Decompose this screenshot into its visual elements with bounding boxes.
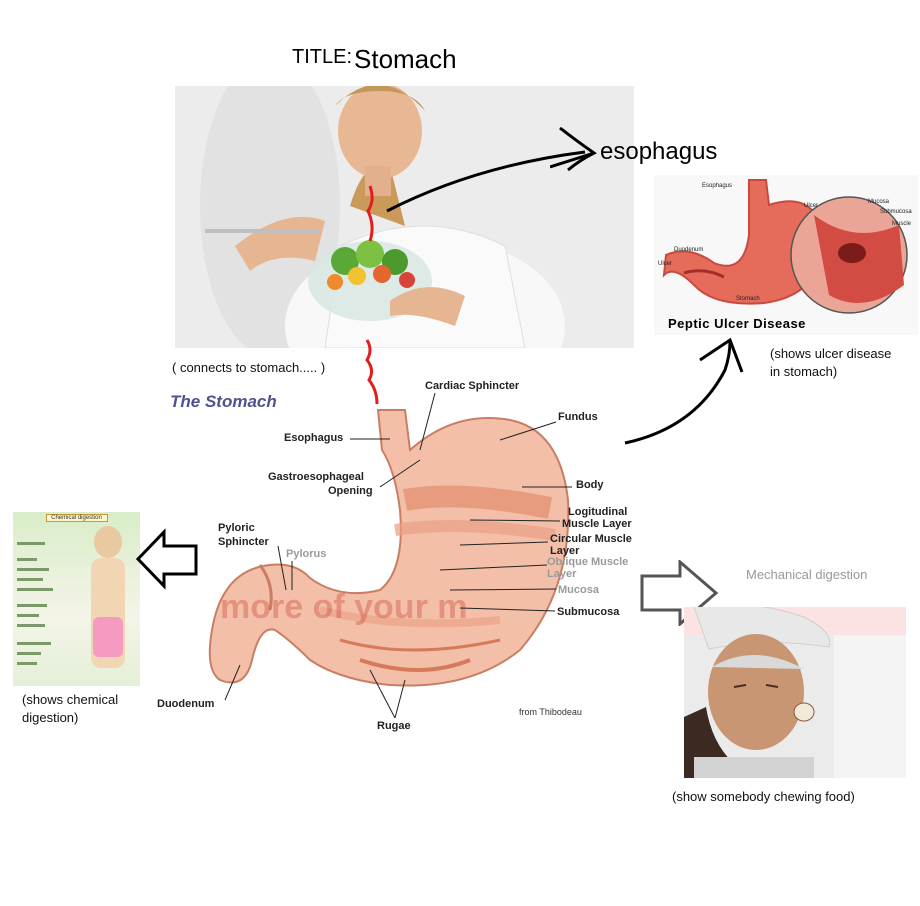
ulcer-label-submucosa: Submucosa xyxy=(880,209,912,215)
label-longitudinal-2: Muscle Layer xyxy=(562,518,632,530)
label-longitudinal-1: Logitudinal xyxy=(568,506,628,518)
ulcer-label-ulcer-left: Ulcer xyxy=(658,261,672,267)
page-title: Stomach xyxy=(354,44,457,74)
ulcer-label-ulcer-top: Ulcer xyxy=(804,203,818,209)
label-pylorus: Pylorus xyxy=(286,548,327,560)
label-mucosa: Mucosa xyxy=(558,584,599,596)
photobucket-watermark: more of your m xyxy=(220,588,468,626)
label-duodenum: Duodenum xyxy=(157,698,215,710)
title-prefix: TITLE: xyxy=(292,46,353,68)
ulcer-arrow-icon xyxy=(624,337,744,445)
chemical-image-header: Chemical digestion xyxy=(45,514,108,522)
photo-caption: ( connects to stomach..... ) xyxy=(172,360,326,375)
label-body: Body xyxy=(576,479,604,491)
label-submucosa: Submucosa xyxy=(557,606,620,618)
mechanical-caption: (show somebody chewing food) xyxy=(672,789,855,804)
mechanical-digestion-label: Mechanical digestion xyxy=(746,567,868,582)
chewing-illustration xyxy=(684,607,906,778)
label-oblique-2: Layer xyxy=(547,568,577,580)
ulcer-label-mucosa: Mucosa xyxy=(868,199,890,205)
chewing-photo xyxy=(684,607,906,778)
peptic-ulcer-image: Esophagus Ulcer Duodenum Ulcer Stomach M… xyxy=(654,175,918,335)
esophagus-arrow-icon xyxy=(550,126,597,172)
ulcer-caption-line1: (shows ulcer disease xyxy=(770,346,892,361)
diagram-credit: from Thibodeau xyxy=(519,707,582,717)
ulcer-caption-line2: in stomach) xyxy=(770,364,838,379)
chemical-caption-line2: digestion) xyxy=(22,710,79,725)
ulcer-label-duodenum: Duodenum xyxy=(674,247,703,253)
label-pyloric: Pyloric xyxy=(218,522,255,534)
label-circular-2: Layer xyxy=(550,545,580,557)
chemical-illustration xyxy=(17,526,125,668)
label-oblique-1: Oblique Muscle xyxy=(547,556,629,568)
label-gastroesophageal: Gastroesophageal xyxy=(268,471,364,483)
ulcer-illustration: Esophagus Ulcer Duodenum Ulcer Stomach M… xyxy=(654,175,918,335)
label-esophagus: Esophagus xyxy=(284,432,344,444)
label-opening: Opening xyxy=(328,485,373,497)
chemical-digestion-image: Chemical digestion xyxy=(13,512,140,686)
woman-eating-photo xyxy=(175,86,634,348)
ulcer-image-title: Peptic Ulcer Disease xyxy=(668,316,806,331)
chemical-caption-line1: (shows chemical xyxy=(22,692,119,707)
ulcer-label-muscle: Muscle xyxy=(892,221,912,227)
woman-illustration xyxy=(175,86,634,348)
esophagus-red-line xyxy=(365,339,379,405)
label-circular-1: Circular Muscle xyxy=(550,533,632,545)
label-fundus: Fundus xyxy=(558,411,598,423)
label-sphincter: Sphincter xyxy=(218,536,269,548)
diagram-title: The Stomach xyxy=(170,392,277,411)
label-cardiac-sphincter: Cardiac Sphincter xyxy=(425,380,520,392)
ulcer-label-esophagus: Esophagus xyxy=(702,183,732,189)
stomach-diagram xyxy=(208,409,570,687)
esophagus-annotation: esophagus xyxy=(600,138,718,165)
label-rugae: Rugae xyxy=(377,720,411,732)
left-arrow-icon xyxy=(136,528,198,590)
ulcer-label-stomach: Stomach xyxy=(736,296,760,302)
